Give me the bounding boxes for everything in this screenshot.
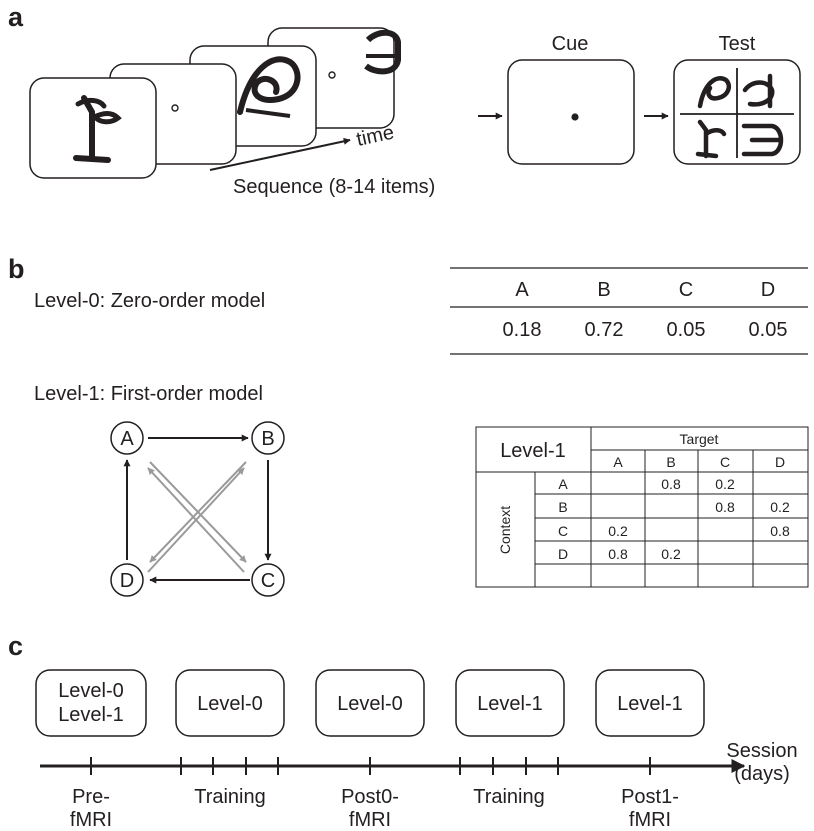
axis-label-line-1: Session [726, 740, 797, 762]
node-b: B [251, 421, 285, 455]
stage-5-line-1: Post1- [621, 786, 679, 808]
svg-text:A: A [120, 428, 134, 450]
cue-card [507, 59, 635, 165]
level0-value-b: 0.72 [585, 319, 624, 341]
cell-c-a: 0.2 [608, 523, 628, 539]
level1-corner-label: Level-1 [500, 440, 566, 462]
session-box-5-line-1: Level-1 [617, 693, 683, 715]
stage-3-line-1: Post0- [341, 786, 399, 808]
session-box-1: Level-0 Level-1 [35, 669, 147, 737]
time-arrow [209, 137, 351, 171]
level0-header-d: D [761, 279, 775, 301]
level0-table: A B C D 0.18 0.72 0.05 0.05 [450, 267, 808, 355]
context-row-a: A [558, 476, 568, 492]
axis-label-line-2: (days) [734, 763, 790, 785]
cell-d-b: 0.2 [661, 546, 681, 562]
stimulus-card-1 [29, 77, 157, 179]
target-col-b: B [666, 454, 675, 470]
target-label: Target [680, 431, 719, 447]
cell-a-c: 0.2 [715, 476, 735, 492]
stage-2-line-1: Training [194, 786, 266, 808]
target-col-a: A [613, 454, 623, 470]
svg-text:D: D [120, 570, 134, 592]
test-label: Test [719, 33, 756, 55]
fixation-dot-open [171, 104, 179, 112]
cell-d-a: 0.8 [608, 546, 628, 562]
stage-5-line-2: fMRI [629, 809, 671, 831]
test-glyphs [695, 73, 784, 159]
level0-header-c: C [679, 279, 693, 301]
level0-value-c: 0.05 [667, 319, 706, 341]
level0-header-a: A [515, 279, 529, 301]
session-box-4: Level-1 [455, 669, 565, 737]
svg-text:B: B [261, 428, 274, 450]
session-box-5: Level-1 [595, 669, 705, 737]
cell-b-d: 0.2 [770, 499, 790, 515]
panel-a-label: a [8, 2, 24, 32]
session-box-4-line-1: Level-1 [477, 693, 543, 715]
cue-label: Cue [552, 33, 589, 55]
axis-ticks [90, 757, 651, 775]
session-box-3: Level-0 [315, 669, 425, 737]
fixation-dot-open [328, 71, 336, 79]
target-col-c: C [720, 454, 730, 470]
context-label: Context [497, 506, 513, 554]
level0-value-a: 0.18 [503, 319, 542, 341]
level1-table-text: Level-1 Target Context A B C D A B C D 0… [497, 431, 790, 562]
edge-b-d [149, 461, 247, 563]
panel-b-label: b [8, 254, 25, 284]
context-row-b: B [558, 499, 567, 515]
level1-table [475, 426, 809, 588]
context-row-d: D [558, 546, 568, 562]
stage-4-line-1: Training [473, 786, 545, 808]
stage-1-line-1: Pre- [72, 786, 110, 808]
svg-text:C: C [261, 570, 275, 592]
transition-graph: A B C D [110, 421, 285, 597]
panel-c-label: c [8, 631, 23, 661]
level0-title: Level-0: Zero-order model [34, 290, 265, 312]
node-a: A [110, 421, 144, 455]
cell-b-c: 0.8 [715, 499, 735, 515]
level1-title: Level-1: First-order model [34, 383, 263, 405]
cell-a-b: 0.8 [661, 476, 681, 492]
glyph-stimulus-1 [73, 95, 122, 163]
node-d: D [110, 563, 144, 597]
stage-3-line-2: fMRI [349, 809, 391, 831]
node-c: C [251, 563, 285, 597]
sequence-label: Sequence (8-14 items) [233, 176, 435, 198]
session-box-1-line-2: Level-1 [58, 704, 124, 726]
target-col-d: D [775, 454, 785, 470]
session-box-1-line-1: Level-0 [58, 680, 124, 702]
stage-1-line-2: fMRI [70, 809, 112, 831]
edge-d-b [147, 467, 245, 573]
context-row-c: C [558, 523, 568, 539]
session-box-2-line-1: Level-0 [197, 693, 263, 715]
session-box-3-line-1: Level-0 [337, 693, 403, 715]
level0-value-d: 0.05 [749, 319, 788, 341]
cell-c-d: 0.8 [770, 523, 790, 539]
session-box-2: Level-0 [175, 669, 285, 737]
fixation-dot [571, 113, 579, 121]
glyph-stimulus-4 [364, 29, 401, 75]
glyph-stimulus-3 [237, 56, 301, 118]
test-card [673, 59, 801, 165]
level0-header-b: B [597, 279, 610, 301]
